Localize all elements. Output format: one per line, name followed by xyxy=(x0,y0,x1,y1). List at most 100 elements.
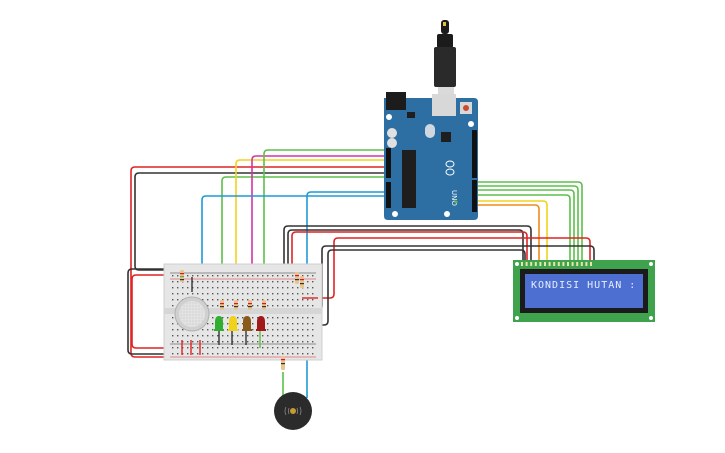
breadboard-hole xyxy=(227,329,229,331)
wire-green-lcd-d6[interactable] xyxy=(476,185,579,262)
breadboard-hole xyxy=(307,287,309,289)
mesh-dot xyxy=(189,302,191,304)
piezo-buzzer[interactable] xyxy=(274,392,312,430)
arduino-uno[interactable]: UNO xyxy=(384,20,478,220)
led-brown[interactable] xyxy=(242,316,252,331)
breadboard-hole xyxy=(312,323,314,325)
breadboard-hole xyxy=(267,281,269,283)
breadboard-hole xyxy=(242,293,244,295)
breadboard-hole xyxy=(227,323,229,325)
breadboard-hole xyxy=(237,275,239,277)
wire-blue-sensor[interactable] xyxy=(201,195,395,285)
mesh-dot xyxy=(195,305,197,307)
breadboard-hole xyxy=(202,299,204,301)
wire-black-left-loop[interactable] xyxy=(127,268,178,355)
breadboard-hole xyxy=(212,275,214,277)
breadboard-hole xyxy=(277,353,279,355)
wire-black-lcd-rw[interactable] xyxy=(287,229,524,268)
breadboard-hole xyxy=(247,347,249,349)
mesh-dot xyxy=(195,320,197,322)
mesh-dot xyxy=(186,302,188,304)
wire-black-lcd-vss[interactable] xyxy=(297,249,526,326)
breadboard-hole xyxy=(227,317,229,319)
breadboard-hole xyxy=(237,335,239,337)
resistor-led4[interactable] xyxy=(262,300,266,310)
wire-orange-lcd-rs[interactable] xyxy=(476,204,540,262)
mesh-dot xyxy=(186,320,188,322)
breadboard-hole xyxy=(277,335,279,337)
wire-green-lcd-d5[interactable] xyxy=(476,189,575,262)
breadboard-hole xyxy=(207,341,209,343)
wire-red-5v[interactable] xyxy=(130,166,395,358)
resistor-lcd-2[interactable] xyxy=(300,276,304,288)
breadboard-hole xyxy=(287,353,289,355)
breadboard-hole xyxy=(312,335,314,337)
breadboard-hole xyxy=(252,281,254,283)
breadboard-hole xyxy=(302,335,304,337)
breadboard-hole xyxy=(307,293,309,295)
wire-red-left-loop[interactable] xyxy=(131,274,178,349)
breadboard-hole xyxy=(177,335,179,337)
wire-black-gnd[interactable] xyxy=(134,172,395,271)
resistor-sensor[interactable] xyxy=(180,270,184,282)
breadboard-hole xyxy=(292,353,294,355)
lcd-pin xyxy=(530,262,533,266)
breadboard-hole xyxy=(282,293,284,295)
led-green[interactable] xyxy=(214,316,224,331)
wire-green-lcd-d7[interactable] xyxy=(476,181,583,262)
breadboard-hole xyxy=(277,305,279,307)
breadboard-hole xyxy=(312,287,314,289)
wire-black-lcd-gnd[interactable] xyxy=(283,225,532,268)
resistor-buzzer[interactable] xyxy=(281,356,285,370)
breadboard-hole xyxy=(277,347,279,349)
breadboard-hole xyxy=(277,287,279,289)
breadboard-hole xyxy=(292,317,294,319)
breadboard-hole xyxy=(292,305,294,307)
breadboard-hole xyxy=(187,335,189,337)
breadboard-hole xyxy=(272,353,274,355)
breadboard-hole xyxy=(217,305,219,307)
lcd-pin xyxy=(562,262,565,266)
breadboard-hole xyxy=(222,299,224,301)
led-yellow[interactable] xyxy=(228,316,238,331)
breadboard-hole xyxy=(282,335,284,337)
breadboard-hole xyxy=(277,323,279,325)
breadboard-hole xyxy=(187,281,189,283)
mesh-dot xyxy=(201,308,203,310)
breadboard-hole xyxy=(247,293,249,295)
lcd-16x2[interactable]: KONDISI HUTAN : xyxy=(513,260,655,322)
wire-green-led4[interactable] xyxy=(263,149,395,305)
breadboard-hole xyxy=(172,323,174,325)
mesh-dot xyxy=(192,311,194,313)
wire-red-lcd-backlight[interactable] xyxy=(318,237,591,299)
breadboard-hole xyxy=(257,293,259,295)
wire-green-led1[interactable] xyxy=(221,176,395,305)
breadboard-hole xyxy=(282,323,284,325)
breadboard-hole xyxy=(222,293,224,295)
wire-magenta-led3[interactable] xyxy=(251,155,395,305)
breadboard-hole xyxy=(172,281,174,283)
breadboard-hole xyxy=(252,347,254,349)
resistor-lcd-1[interactable] xyxy=(295,272,299,284)
mesh-dot xyxy=(198,305,200,307)
breadboard-hole xyxy=(172,335,174,337)
wire-blue-buzzer[interactable] xyxy=(306,191,395,398)
breadboard-hole xyxy=(212,335,214,337)
wire-yellow-lcd-e[interactable] xyxy=(476,200,548,262)
breadboard-hole xyxy=(272,305,274,307)
led-red[interactable] xyxy=(256,316,266,331)
mesh-dot xyxy=(198,317,200,319)
wire-yellow-led2[interactable] xyxy=(235,159,395,305)
resistor-led2[interactable] xyxy=(234,300,238,310)
resistor-led3[interactable] xyxy=(248,300,252,310)
gas-sensor[interactable] xyxy=(174,296,210,332)
breadboard-hole xyxy=(172,299,174,301)
breadboard-hole xyxy=(262,341,264,343)
wire-green-lcd-d4[interactable] xyxy=(476,194,571,262)
breadboard-hole xyxy=(232,287,234,289)
mesh-dot xyxy=(192,305,194,307)
resistor-led1[interactable] xyxy=(220,300,224,310)
breadboard-hole xyxy=(302,305,304,307)
wire-red-lcd-vcc[interactable] xyxy=(291,231,528,268)
breadboard-hole xyxy=(182,293,184,295)
